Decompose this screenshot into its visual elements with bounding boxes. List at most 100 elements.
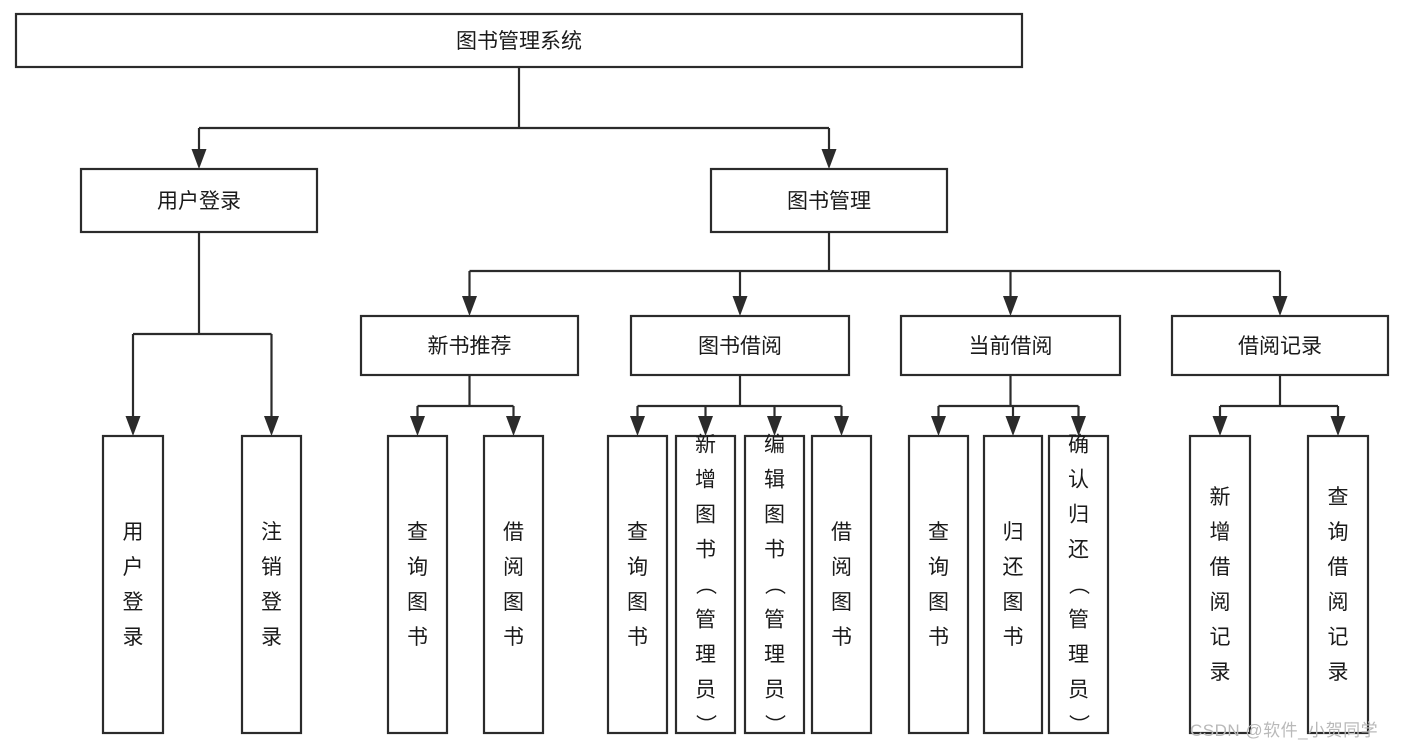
node-borrow-record[interactable] (1170, 314, 1390, 377)
svg-text:户: 户 (123, 556, 144, 579)
svg-text:）: ） (763, 714, 786, 735)
svg-text:查: 查 (407, 521, 428, 544)
svg-text:书: 书 (627, 626, 648, 649)
svg-text:销: 销 (261, 556, 282, 579)
node-leaf-query-record[interactable] (1306, 434, 1370, 735)
arrow-user-login-to-leaf-logout-login (264, 416, 279, 436)
svg-text:（: （ (1067, 574, 1090, 595)
svg-text:阅: 阅 (831, 556, 852, 579)
node-current-borrow[interactable] (899, 314, 1122, 377)
svg-text:借: 借 (1210, 556, 1231, 579)
svg-text:阅: 阅 (1210, 591, 1231, 614)
svg-text:）: ） (1067, 714, 1090, 735)
svg-text:查: 查 (627, 521, 648, 544)
arrow-bookmgmt-to-new-book-recommend (462, 296, 477, 316)
arrow-new-book-recommend-to-leaf-borrow-book-1 (506, 416, 521, 436)
svg-text:（: （ (763, 574, 786, 595)
node-leaf-borrow-book-1[interactable] (482, 434, 545, 735)
node-leaf-add-record[interactable] (1188, 434, 1252, 735)
svg-text:归: 归 (1003, 521, 1024, 544)
svg-text:还: 还 (1003, 556, 1024, 579)
svg-text:管: 管 (695, 609, 716, 632)
node-leaf-query-book-3[interactable] (907, 434, 970, 735)
node-book-management[interactable] (709, 167, 949, 234)
node-leaf-user-login-label: 用户登录 (123, 521, 144, 649)
connector-layer (125, 67, 1346, 436)
node-leaf-borrow-book-2[interactable] (810, 434, 873, 735)
node-new-book-recommend-label: 新书推荐 (428, 335, 512, 358)
node-leaf-query-book-1[interactable] (386, 434, 449, 735)
svg-text:新: 新 (1210, 486, 1231, 509)
svg-text:图: 图 (503, 591, 524, 614)
svg-text:还: 还 (1068, 539, 1089, 562)
node-book-management-label: 图书管理 (787, 190, 871, 213)
node-leaf-return-book[interactable] (982, 434, 1044, 735)
svg-text:管: 管 (1068, 609, 1089, 632)
svg-text:查: 查 (928, 521, 949, 544)
svg-text:图: 图 (407, 591, 428, 614)
svg-text:书: 书 (695, 539, 716, 562)
svg-text:注: 注 (261, 521, 282, 544)
svg-text:登: 登 (261, 591, 282, 614)
svg-text:图: 图 (928, 591, 949, 614)
node-book-borrow[interactable] (629, 314, 851, 377)
svg-text:图: 图 (1003, 591, 1024, 614)
svg-text:书: 书 (764, 539, 785, 562)
svg-text:记: 记 (1328, 626, 1349, 649)
svg-text:借: 借 (503, 521, 524, 544)
svg-text:询: 询 (1328, 521, 1349, 544)
node-root-label: 图书管理系统 (456, 30, 582, 53)
node-leaf-confirm-return[interactable] (1047, 434, 1110, 735)
svg-text:书: 书 (928, 626, 949, 649)
svg-text:阅: 阅 (1328, 591, 1349, 614)
node-user-login[interactable] (79, 167, 319, 234)
arrow-current-borrow-to-leaf-query-book-3 (931, 416, 946, 436)
svg-text:管: 管 (764, 609, 785, 632)
arrow-new-book-recommend-to-leaf-query-book-1 (410, 416, 425, 436)
svg-text:登: 登 (123, 591, 144, 614)
svg-text:询: 询 (407, 556, 428, 579)
node-new-book-recommend[interactable] (359, 314, 580, 377)
arrow-bookmgmt-to-current-borrow (1003, 296, 1018, 316)
svg-text:用: 用 (123, 521, 144, 544)
svg-text:员: 员 (764, 679, 785, 702)
node-leaf-logout-login[interactable] (240, 434, 303, 735)
svg-text:图: 图 (695, 504, 716, 527)
watermark-label: CSDN @软件_小贺同学 (1190, 721, 1379, 740)
arrow-current-borrow-to-leaf-confirm-return (1071, 416, 1086, 436)
node-root[interactable] (14, 12, 1024, 69)
svg-text:（: （ (694, 574, 717, 595)
node-user-login-label: 用户登录 (157, 190, 241, 213)
svg-text:员: 员 (695, 679, 716, 702)
svg-text:书: 书 (503, 626, 524, 649)
svg-text:图: 图 (831, 591, 852, 614)
arrow-root-to-book-management (821, 149, 837, 169)
arrow-book-borrow-to-leaf-query-book-2 (630, 416, 645, 436)
svg-text:确: 确 (1068, 434, 1089, 457)
svg-text:录: 录 (1210, 661, 1231, 684)
svg-text:归: 归 (1068, 504, 1089, 527)
svg-text:认: 认 (1068, 469, 1089, 492)
node-leaf-user-login[interactable] (101, 434, 165, 735)
node-leaf-query-book-2[interactable] (606, 434, 669, 735)
svg-text:书: 书 (407, 626, 428, 649)
node-leaf-add-book[interactable] (674, 434, 737, 735)
svg-text:理: 理 (695, 644, 716, 667)
node-layer: 图书管理系统用户登录图书管理新书推荐图书借阅当前借阅借阅记录用户登录注销登录查询… (14, 12, 1390, 736)
svg-text:书: 书 (1003, 626, 1024, 649)
node-leaf-edit-book[interactable] (743, 434, 806, 735)
svg-text:图: 图 (764, 504, 785, 527)
svg-text:辑: 辑 (764, 469, 785, 492)
svg-text:图: 图 (627, 591, 648, 614)
svg-text:借: 借 (1328, 556, 1349, 579)
